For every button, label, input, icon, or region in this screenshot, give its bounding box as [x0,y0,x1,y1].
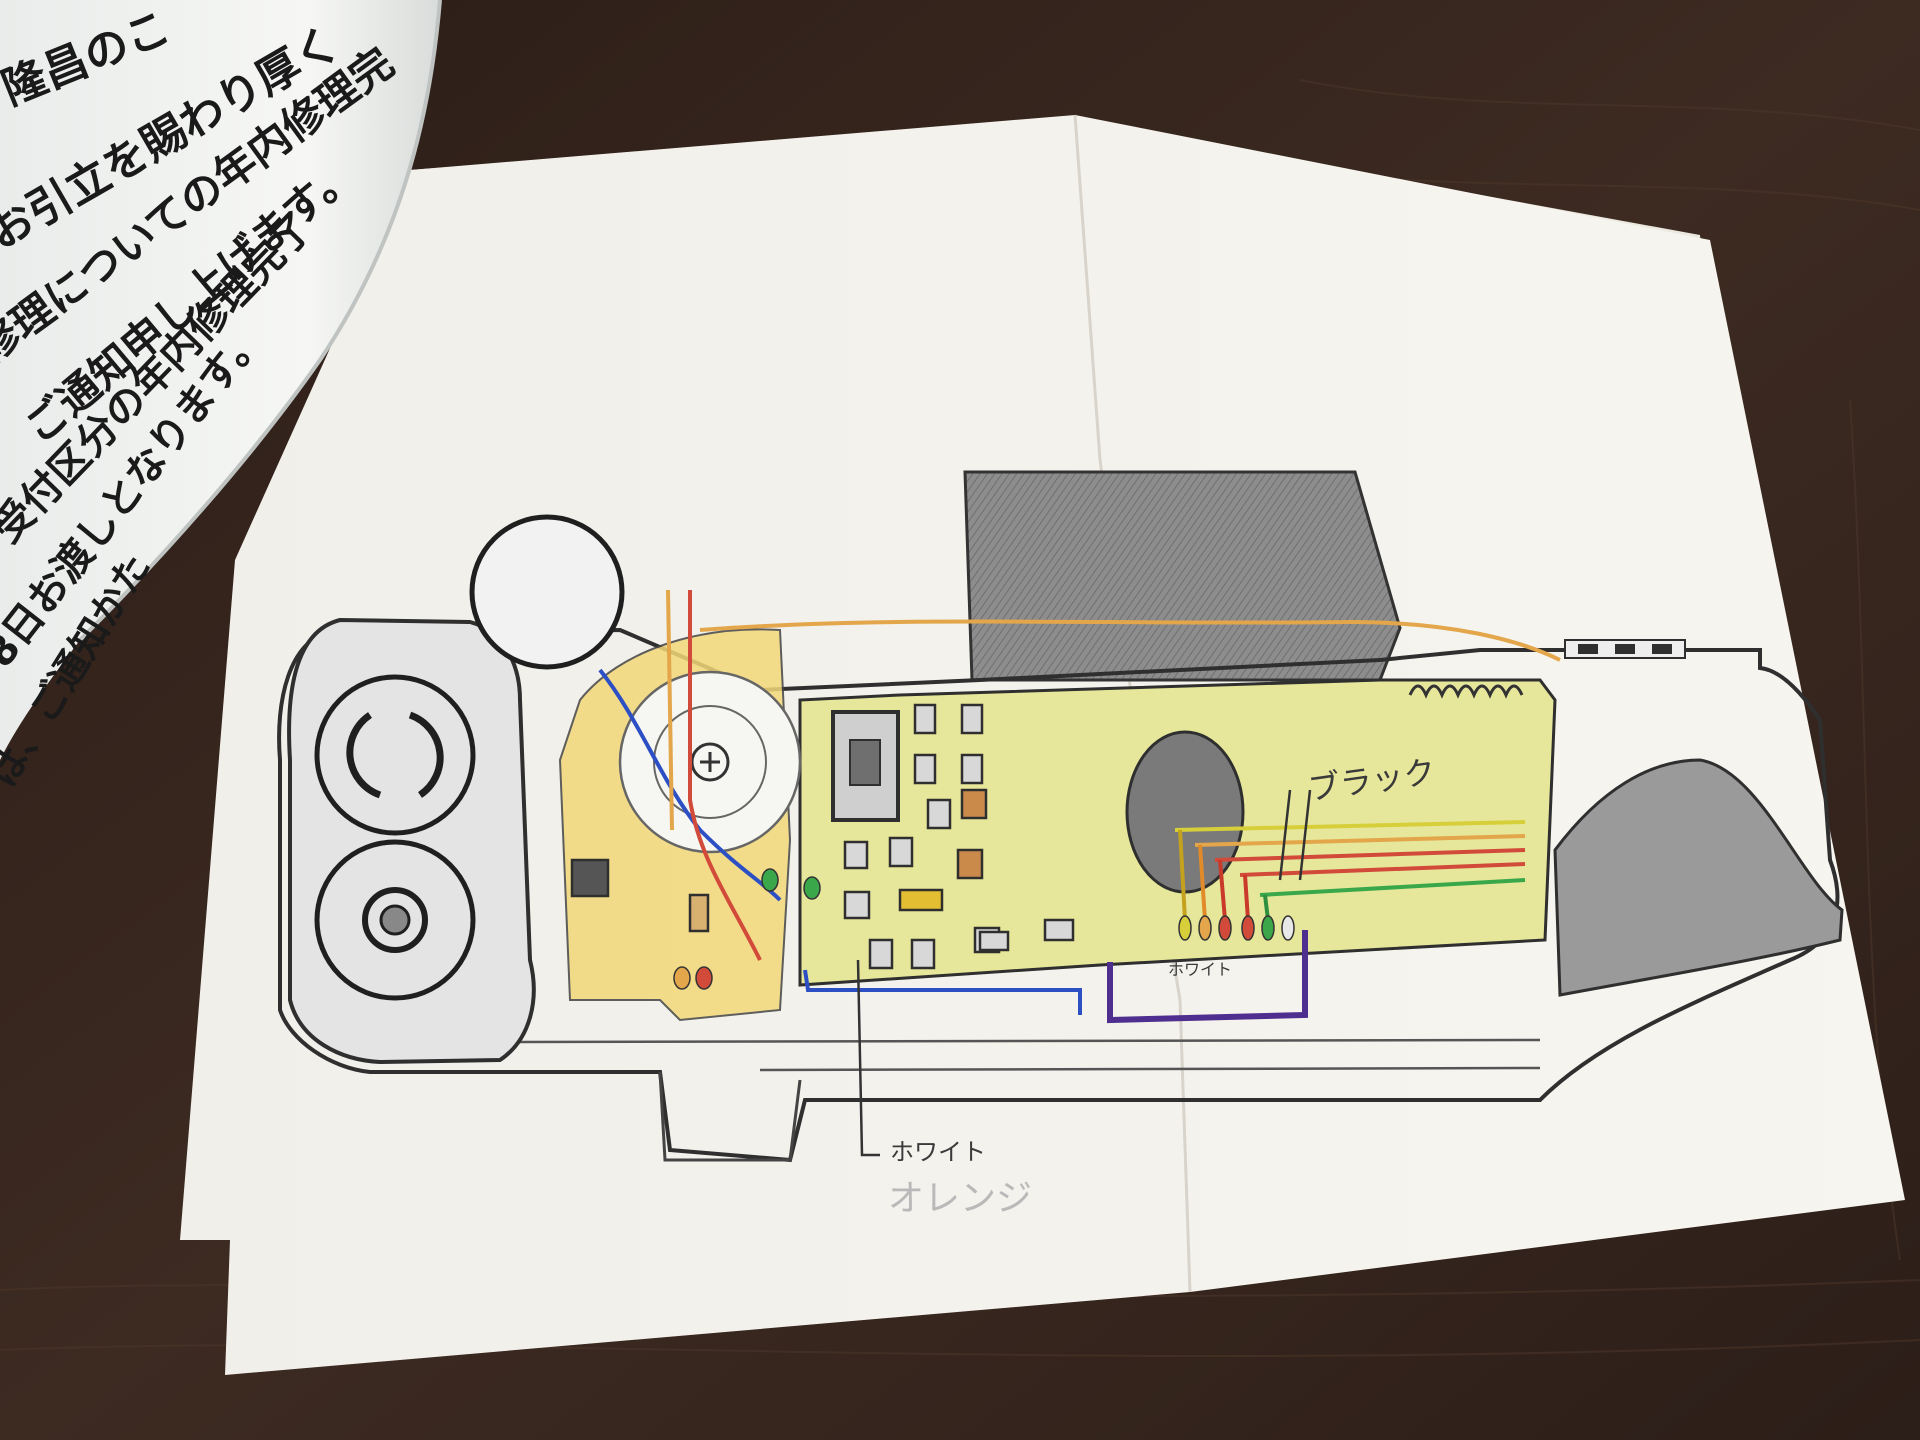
wire-bundle [598,589,1561,1024]
coil-component [1125,730,1245,894]
wire-orange-left [666,589,674,831]
label-leader-white-bottom [856,959,880,1157]
wire-orange-right [1194,834,1526,847]
wire-green-right [1259,878,1526,897]
camera-baseplate-line [519,1038,1541,1072]
wire-red-left [688,590,762,961]
rewind-knob-top [314,674,476,836]
wire-orange-top [699,619,1561,662]
camera-sketch: ブラック ホワイト ホワイト オレンジ [277,470,1844,1219]
wire-red-right [1214,848,1526,862]
wire-terminals [673,868,1295,990]
label-white-wire-bottom: ホワイト [890,1138,986,1166]
wire-blue-bottom [803,969,1082,1015]
wire-yellow-right [1174,820,1526,832]
booklet-page [0,0,440,760]
circuit-components [570,703,1075,970]
take-up-spool [314,839,476,1001]
shutter-speed-dial [618,670,802,854]
right-grip [1553,758,1844,997]
booklet: 隆昌のこ お引立を賜わり厚く 修理についての年内修理完 ご通知申し上げます。 受… [0,0,442,795]
film-cassette-chamber [287,617,536,1065]
spring-coil [1408,684,1524,699]
pentaprism-hump [963,470,1402,682]
battery-cell [469,514,625,670]
wire-purple-bottom [1107,930,1308,1024]
label-leader-black [1278,789,1312,881]
camera-bottom-tray [658,1071,802,1162]
booklet-edge-shadow [78,0,442,642]
camera-body-outline [277,627,1840,1163]
label-white-wire-top: ホワイト [1168,960,1232,979]
label-orange-wire: オレンジ [888,1178,1032,1219]
wire-red-right-2 [1239,862,1526,877]
